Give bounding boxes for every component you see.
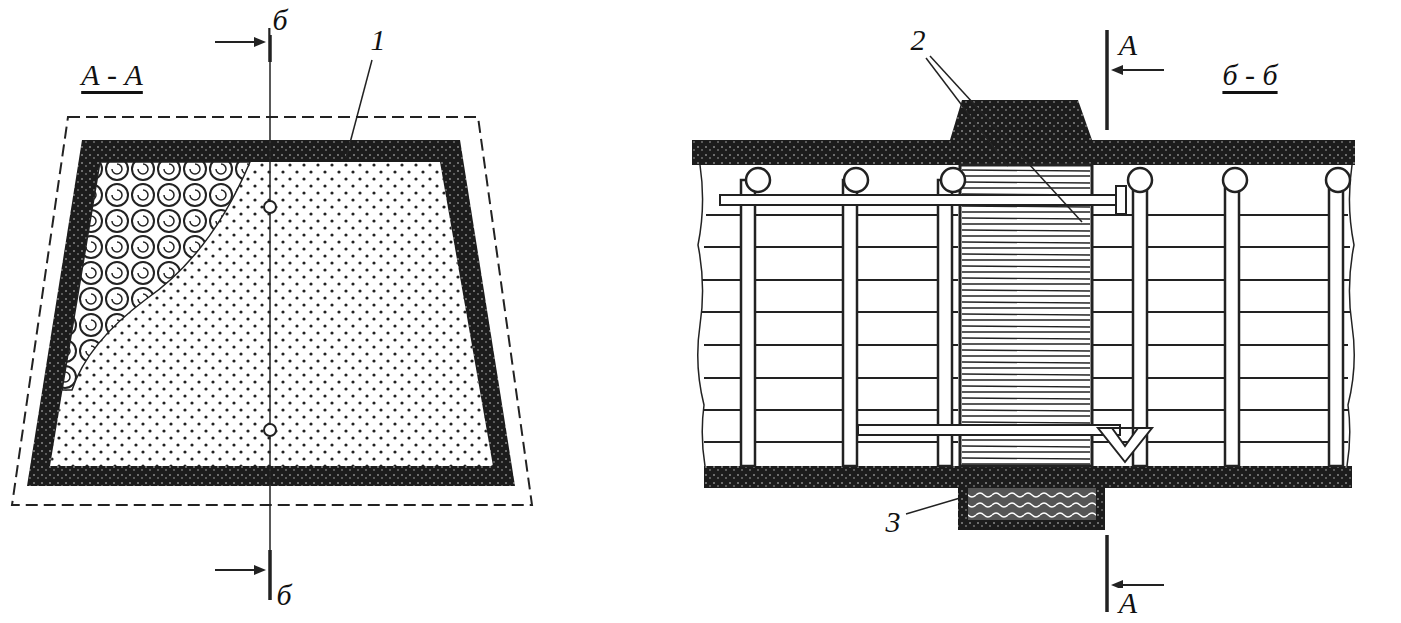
plug-hatch — [962, 398, 1090, 399]
plug-hatch — [962, 446, 1090, 447]
plug-hatch — [962, 170, 1090, 171]
plug-hatch — [962, 247, 1090, 248]
plug-hatch — [962, 314, 1090, 315]
plug-hatch — [962, 182, 1090, 183]
section-title: б - б — [1220, 60, 1279, 90]
plug-hatch — [962, 175, 1090, 176]
plug-hatch — [962, 235, 1090, 236]
plug-hatch — [962, 223, 1090, 224]
plug-hatch — [962, 355, 1090, 356]
plug-hatch — [962, 379, 1090, 380]
section-mark: А — [1117, 588, 1139, 618]
plug-hatch — [962, 278, 1090, 279]
plug-hatch — [962, 271, 1090, 272]
section-mark: А — [1117, 30, 1139, 60]
plug-hatch — [962, 218, 1090, 219]
plug-hatch — [962, 319, 1090, 320]
plug-hatch — [962, 415, 1090, 416]
plug-hatch — [962, 362, 1090, 363]
plug-hatch — [962, 439, 1090, 440]
plug-hatch — [962, 331, 1090, 332]
plug-hatch — [962, 458, 1090, 459]
plug-hatch — [962, 463, 1090, 464]
plug-hatch — [962, 307, 1090, 308]
plug-hatch — [962, 211, 1090, 212]
callout-number: 3 — [884, 507, 903, 537]
plug-hatch — [962, 283, 1090, 284]
plug-hatch — [962, 410, 1090, 411]
plug-hatch — [962, 187, 1090, 188]
plug-hatch — [962, 367, 1090, 368]
plug-hatch — [962, 451, 1090, 452]
plug-hatch — [962, 391, 1090, 392]
section-mark: б — [270, 5, 289, 35]
section-mark: б — [274, 580, 293, 610]
plug-hatch — [962, 422, 1090, 423]
plug-hatch — [962, 374, 1090, 375]
plug-hatch — [962, 386, 1090, 387]
plug-hatch — [962, 403, 1090, 404]
plug-hatch — [962, 326, 1090, 327]
plug-hatch — [962, 290, 1090, 291]
plug-hatch — [962, 230, 1090, 231]
section-title: А - А — [79, 60, 145, 90]
plug-hatch — [962, 338, 1090, 339]
callout-number: 1 — [369, 25, 388, 55]
plug-hatch — [962, 266, 1090, 267]
plug-hatch — [962, 206, 1090, 207]
plug-hatch — [962, 350, 1090, 351]
plug-hatch — [962, 259, 1090, 260]
plug-hatch — [962, 295, 1090, 296]
plug-hatch — [962, 242, 1090, 243]
plug-hatch — [962, 254, 1090, 255]
callout-number: 2 — [909, 25, 928, 55]
plug-hatch — [962, 343, 1090, 344]
plug-hatch — [962, 302, 1090, 303]
